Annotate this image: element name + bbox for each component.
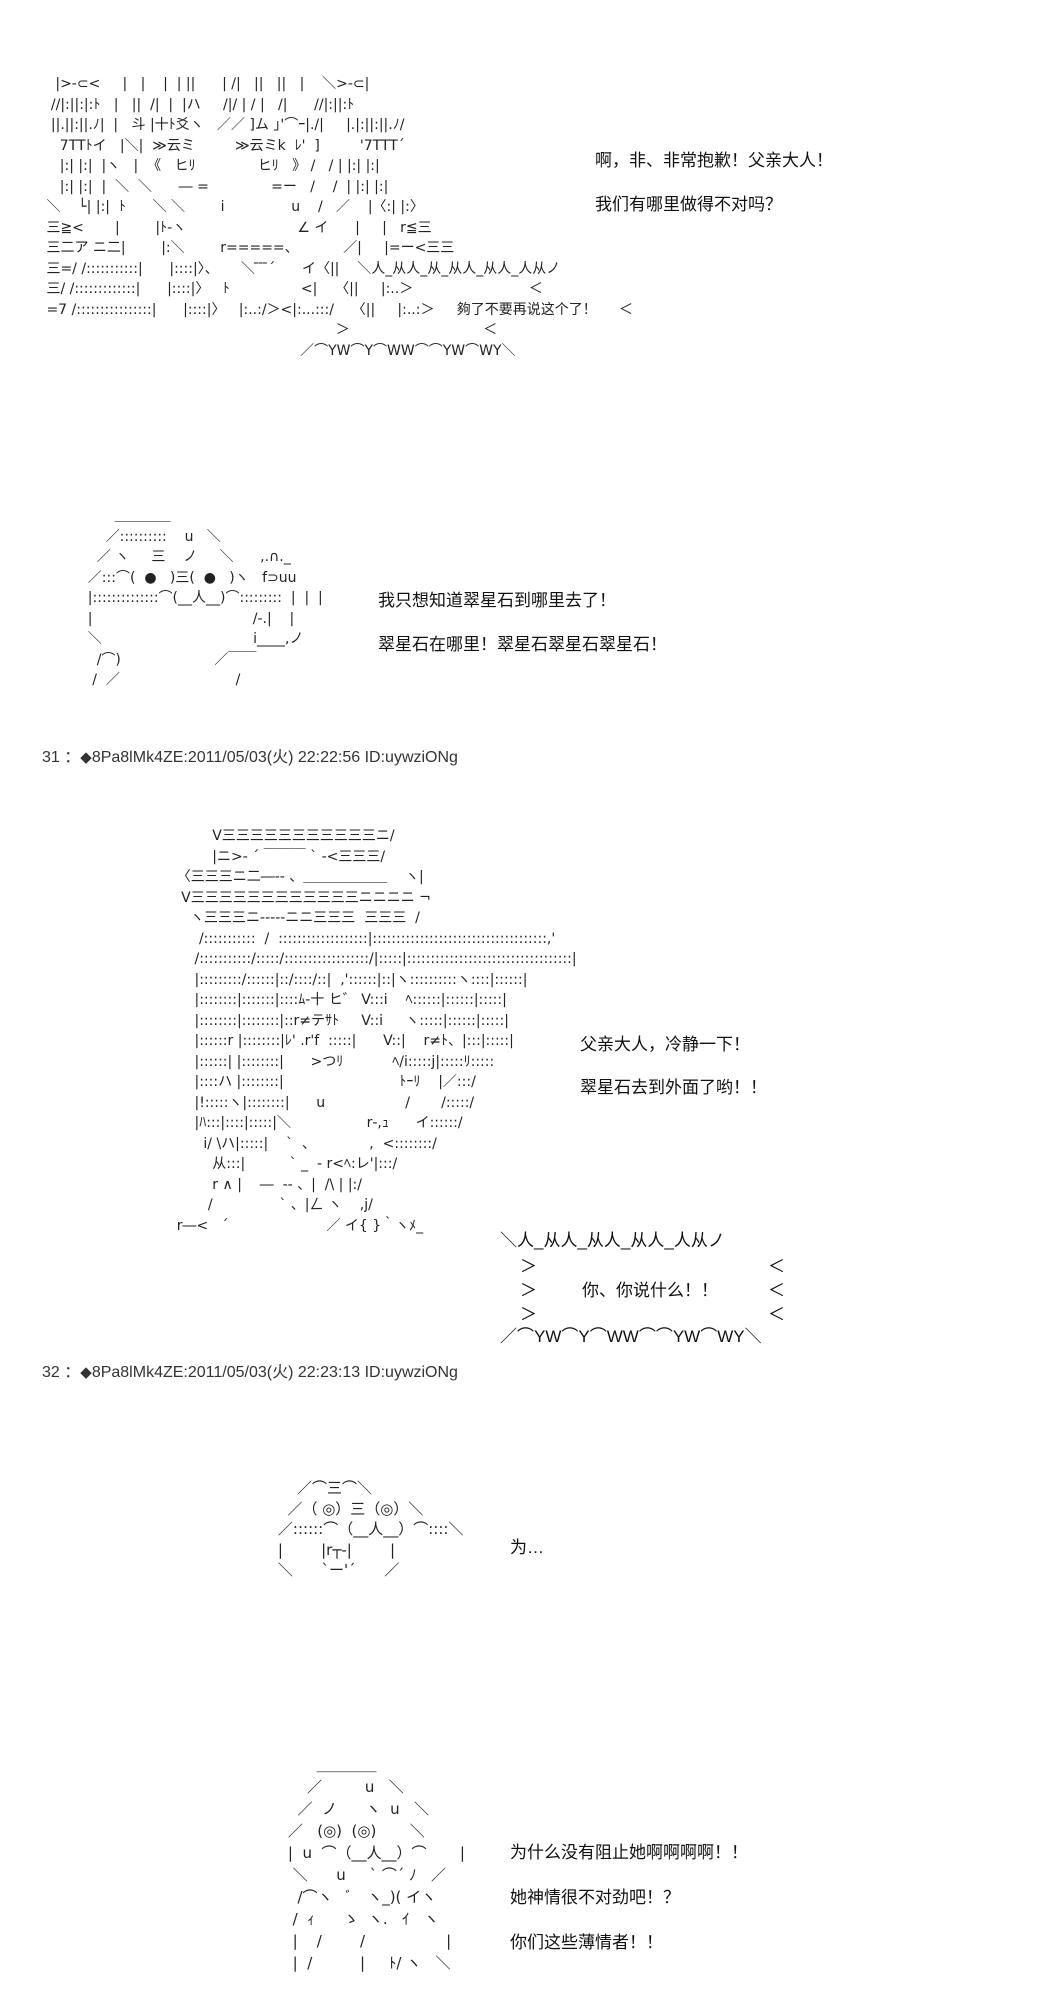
post-date: :2011/05/03(火) 22:23:13 — [183, 1364, 361, 1381]
post-id: ID:uywziONg — [364, 1364, 458, 1381]
ascii-art-panel-4: ／⌒三⌒＼ ／（ ◎）三（◎）＼ ／::::::⌒（__人__）⌒::::＼ |… — [277, 1479, 464, 1579]
ascii-art-panel-2: ＿＿＿＿ ／:::::::::: u ＼ ／ ヽ 三 ノ ＼ ,.∩._ ／::… — [87, 508, 323, 688]
post-trip: 8Pa8lMk4ZE — [91, 1364, 184, 1381]
dialogue-line: 啊，非、非常抱歉！父亲大人！ — [595, 151, 833, 170]
ascii-art-panel-5: ＿＿＿＿ ／ u ＼ ／ ノ ヽ u ＼ ／ (◎) (◎) ＼ | u ⌒（_… — [287, 1756, 465, 1972]
post-id: ID:uywziONg — [364, 749, 458, 766]
ascii-art-panel-3: V三三三三三三三三三三三ニ/ |ニ>‐ ´ ￣￣￣ ` ‐<三三三/ 〈三三三ニ… — [176, 828, 577, 1234]
shout-box-right: ＜ — [768, 1305, 785, 1324]
post-number: 31 — [42, 749, 60, 766]
post-header: 31 ：◆8Pa8lMk4ZE:2011/05/03(火) 22:22:56 I… — [42, 743, 458, 767]
shout-box-left: ＞ — [520, 1305, 537, 1324]
dialogue-line: 翠星石去到外面了哟！！ — [580, 1078, 767, 1097]
dialogue-line: 为… — [510, 1538, 544, 1557]
post-separator: ： — [64, 749, 81, 766]
post-separator: ： — [64, 1364, 81, 1381]
post-trip: 8Pa8lMk4ZE — [91, 749, 184, 766]
dialogue-line: 为什么没有阻止她啊啊啊啊！！ — [510, 1843, 748, 1862]
ascii-art-panel-1: |>‐⊂< | | | | || | /| || || | ＼>‐⊂| //|:… — [46, 76, 633, 359]
post-header: 32 ：◆8Pa8lMk4ZE:2011/05/03(火) 22:23:13 I… — [42, 1358, 458, 1382]
shout-box-right: ＜ — [768, 1257, 785, 1276]
dialogue-line: 父亲大人，冷静一下！ — [580, 1035, 750, 1054]
shout-box-top: ＼人_从人_从人_从人_人从ノ — [500, 1231, 725, 1250]
shout-box-left: ＞ — [520, 1257, 537, 1276]
dialogue-line: 我们有哪里做得不对吗？ — [595, 195, 782, 214]
dialogue-line: 你们这些薄情者！！ — [510, 1933, 663, 1952]
trip-diamond-icon: ◆ — [80, 1364, 92, 1381]
shout-box-left: ＞ — [520, 1281, 537, 1300]
shout-box-bottom: ／⌒YW⌒Y⌒WW⌒⌒YW⌒WY＼ — [500, 1327, 762, 1346]
post-number: 32 — [42, 1364, 60, 1381]
shout-box-text: 你、你说什么！！ — [582, 1281, 718, 1300]
dialogue-line: 翠星石在哪里！翠星石翠星石翠星石！ — [378, 635, 667, 654]
dialogue-line: 她神情很不对劲吧！？ — [510, 1888, 680, 1907]
dialogue-line: 我只想知道翠星石到哪里去了！ — [378, 591, 616, 610]
trip-diamond-icon: ◆ — [80, 749, 92, 766]
post-date: :2011/05/03(火) 22:22:56 — [183, 749, 361, 766]
shout-box-right: ＜ — [768, 1281, 785, 1300]
